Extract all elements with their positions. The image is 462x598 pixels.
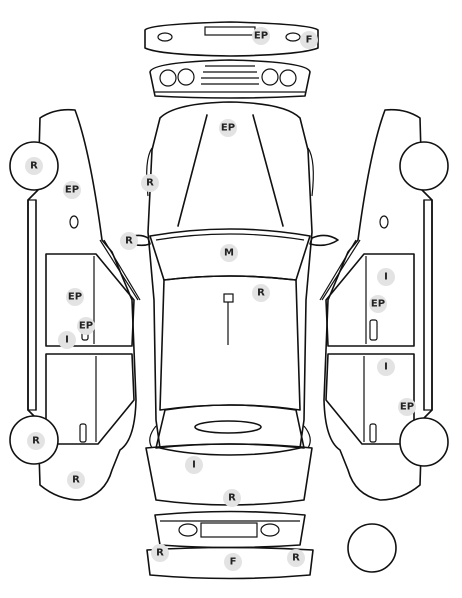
svg-text:M: M [224,248,234,259]
svg-text:I: I [192,460,196,471]
marker-front-left-fender-r[interactable]: R [141,174,159,192]
svg-text:R: R [72,475,80,486]
svg-text:EP: EP [68,292,82,303]
svg-text:R: R [32,436,40,447]
car-body [121,101,339,456]
marker-left-front-fender-ep[interactable]: EP [63,181,81,199]
svg-text:R: R [156,548,164,559]
right-side-view [319,108,433,501]
svg-text:I: I [65,335,69,346]
marker-trunk-i[interactable]: I [185,456,203,474]
right-rear-wheel[interactable] [399,417,449,467]
svg-text:EP: EP [79,321,93,332]
marker-right-front-door-i[interactable]: I [377,268,395,286]
front-grille[interactable] [149,59,311,99]
svg-text:R: R [292,553,300,564]
svg-text:R: R [146,178,154,189]
marker-front-bumper-ep[interactable]: EP [252,27,270,45]
svg-text:I: I [384,272,388,283]
marker-left-mirror-r[interactable]: R [120,232,138,250]
svg-text:R: R [30,161,38,172]
marker-right-rear-door-i[interactable]: I [377,358,395,376]
svg-text:EP: EP [371,299,385,310]
marker-hood-ep[interactable]: EP [219,119,237,137]
marker-front-bumper-f[interactable]: F [300,31,318,49]
marker-rear-bumper-r-right[interactable]: R [287,549,305,567]
front-bumper[interactable] [144,21,319,57]
marker-rear-bumper-f[interactable]: F [224,553,242,571]
spare-wheel[interactable] [347,523,397,573]
svg-text:R: R [125,236,133,247]
marker-windshield-m[interactable]: M [220,244,238,262]
rear-bumper[interactable] [146,546,314,580]
marker-left-front-door-i[interactable]: I [58,331,76,349]
right-front-wheel[interactable] [399,141,449,191]
svg-text:EP: EP [254,31,268,42]
marker-rear-r[interactable]: R [223,489,241,507]
marker-roof-r[interactable]: R [252,284,270,302]
svg-text:EP: EP [65,185,79,196]
svg-text:R: R [257,288,265,299]
svg-text:R: R [228,493,236,504]
marker-right-front-door-ep[interactable]: EP [369,295,387,313]
marker-rear-bumper-r-left[interactable]: R [151,544,169,562]
svg-text:EP: EP [221,123,235,134]
marker-left-front-wheel-r[interactable]: R [25,157,43,175]
left-side-view [27,108,141,501]
rear-panel[interactable] [145,443,313,506]
rear-lights[interactable] [154,510,306,549]
svg-text:F: F [306,35,313,46]
marker-left-rear-quarter-r[interactable]: R [67,471,85,489]
marker-right-rear-quarter-ep[interactable]: EP [398,398,416,416]
marker-left-front-door-ep-handle[interactable]: EP [77,317,95,335]
svg-text:I: I [384,362,388,373]
marker-left-rear-wheel-r[interactable]: R [27,432,45,450]
marker-left-front-door-ep[interactable]: EP [66,288,84,306]
svg-text:F: F [230,557,237,568]
svg-text:EP: EP [400,402,414,413]
